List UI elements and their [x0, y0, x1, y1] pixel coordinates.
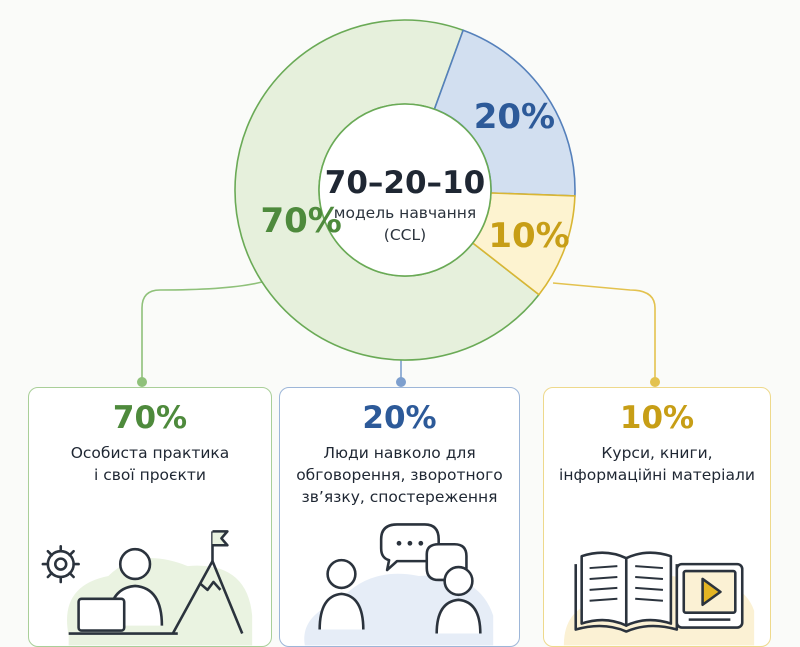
connector-70	[141, 281, 263, 382]
segment-label-20: 20%	[474, 97, 555, 137]
card-practice-percent: 70%	[112, 400, 188, 436]
card-people: 20% Люди навколо для обговорення, зворот…	[279, 387, 520, 647]
card-people-percent: 20%	[362, 400, 437, 436]
center-subtitle-line1: модель навчання	[334, 204, 476, 222]
card-courses-percent: 10%	[619, 400, 695, 436]
card-people-illustration	[304, 523, 494, 646]
donut-hole	[318, 103, 492, 277]
connector-10	[552, 282, 656, 382]
connectors	[137, 281, 660, 387]
mountain-flag-icon	[171, 530, 244, 635]
card-practice-illustration	[41, 530, 253, 646]
card-courses: 10% Курси, книги, інформаційні матеріали	[543, 387, 771, 647]
segment-label-10: 10%	[488, 216, 569, 256]
two-people-icon	[318, 558, 482, 634]
open-book-icon	[574, 551, 679, 633]
connector-dot-10	[650, 377, 660, 387]
donut-chart: 70–20–10 модель навчання (CCL) 70% 20% 10%	[137, 19, 660, 387]
gear-icon	[41, 544, 80, 584]
video-player-icon	[675, 562, 744, 629]
donut-segments	[234, 19, 576, 361]
card-practice-description: Особиста практика і свої проєкти	[70, 444, 230, 484]
connector-dot-20	[396, 377, 406, 387]
center-subtitle-line2: (CCL)	[384, 226, 426, 244]
segment-labels: 70% 20% 10%	[260, 97, 569, 256]
center-title: 70–20–10	[325, 165, 485, 201]
connector-dot-70	[137, 377, 147, 387]
segment-label-70: 70%	[260, 201, 341, 241]
card-people-description: Люди навколо для обговорення, зворотного…	[296, 444, 503, 506]
card-courses-illustration	[563, 551, 755, 646]
card-courses-description: Курси, книги, інформаційні матеріали	[559, 444, 755, 484]
card-practice: 70% Особиста практика і свої проєкти	[28, 387, 272, 647]
